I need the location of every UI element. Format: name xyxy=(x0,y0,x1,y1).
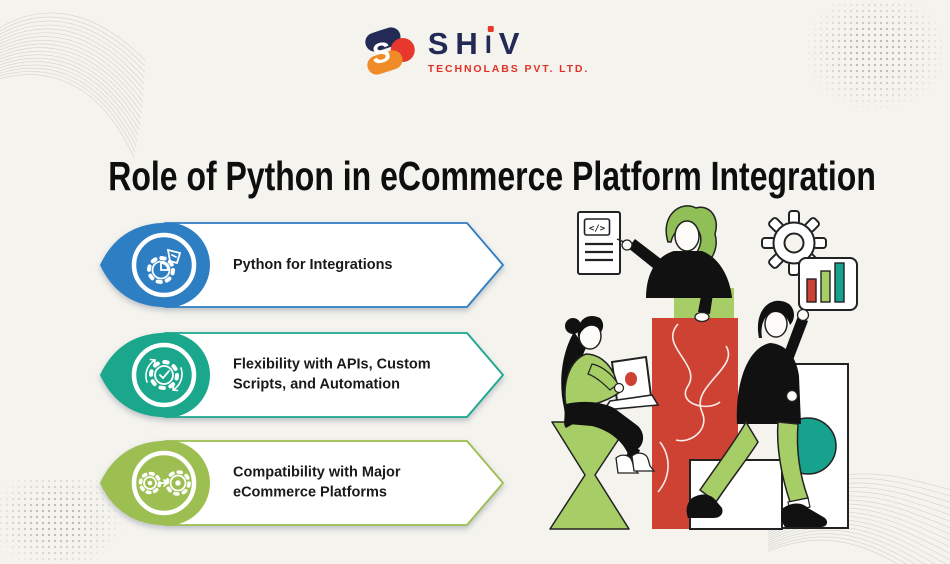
halftone-dots-decoration xyxy=(806,2,946,110)
banner-arrow-shape xyxy=(100,440,504,526)
sync-gear-check-icon xyxy=(145,358,183,392)
bar-teal xyxy=(834,262,845,303)
sitting-woman xyxy=(561,316,660,474)
laptop-logo-dot xyxy=(625,372,637,386)
logo-wordmark: SHIV xyxy=(427,25,527,61)
banner-arrow-shape xyxy=(100,332,504,418)
page-title: Role of Python in eCommerce Platform Int… xyxy=(108,153,876,200)
logo-tagline: TECHNOLABS PVT. LTD. xyxy=(427,62,590,75)
banner-compatibility-platforms: Compatibility with Major eCommerce Platf… xyxy=(97,437,507,529)
bar-chart-card xyxy=(798,257,858,311)
banner-ring xyxy=(131,342,197,408)
banner-arrow-shape xyxy=(100,222,504,308)
banner-flexibility-apis: Flexibility with APIs, Custom Scripts, a… xyxy=(97,329,507,421)
bar-red xyxy=(806,278,817,303)
banner-label: Python for Integrations xyxy=(233,256,393,273)
code-document: </> xyxy=(577,211,621,275)
gears-transfer-icon xyxy=(138,470,191,496)
banner-label: Flexibility with APIs, Custom Scripts, a… xyxy=(233,356,431,393)
walking-man xyxy=(686,300,828,527)
banner-python-for-integrations: Python for Integrations xyxy=(97,219,507,311)
banner-label: Compatibility with Major eCommerce Platf… xyxy=(233,464,401,501)
bar-green xyxy=(820,270,831,303)
gear-chart-icon xyxy=(147,248,182,284)
shiv-logo: S SHIV TECHNOLABS PVT. LTD. xyxy=(361,24,589,78)
woman-hand-on-pillar xyxy=(694,311,710,323)
standing-woman xyxy=(616,205,734,320)
shiv-logo-mark-icon: S xyxy=(365,27,415,75)
banner-ring xyxy=(131,232,197,298)
banner-ring xyxy=(131,450,197,516)
code-tag-label: </> xyxy=(589,224,606,234)
pillar-squiggles xyxy=(657,323,730,493)
logo-letter-i: I xyxy=(484,25,499,59)
team-illustration: </> xyxy=(549,205,858,530)
